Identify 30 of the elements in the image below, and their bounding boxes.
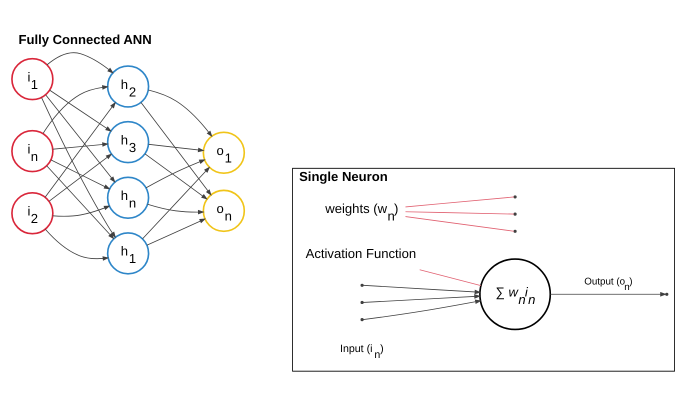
arrow [146, 218, 206, 246]
arrow [362, 289, 482, 302]
arrow [550, 291, 667, 296]
arrow [52, 142, 109, 150]
arrow [148, 143, 205, 152]
arrow [42, 84, 109, 134]
arrow [140, 102, 212, 196]
connector [405, 210, 514, 214]
arrow [46, 164, 114, 239]
arrow [146, 158, 206, 188]
diagram-title: Fully Connected ANN [18, 32, 152, 47]
node-text: Activation Function [306, 246, 416, 261]
arrow [50, 158, 110, 189]
arrow [148, 89, 212, 137]
arrow [44, 101, 116, 198]
arrow [45, 94, 116, 182]
connector [405, 196, 514, 207]
arrow [142, 166, 210, 239]
arrow [147, 203, 205, 214]
arrow [49, 89, 112, 132]
arrow [41, 96, 116, 238]
arrow [46, 52, 114, 74]
arrow [52, 205, 110, 216]
arrow [362, 299, 482, 320]
arrow [362, 284, 482, 298]
arrow [44, 228, 110, 260]
connector [419, 268, 482, 286]
arrow [144, 153, 208, 200]
arrow [48, 153, 112, 202]
connector [405, 216, 514, 232]
